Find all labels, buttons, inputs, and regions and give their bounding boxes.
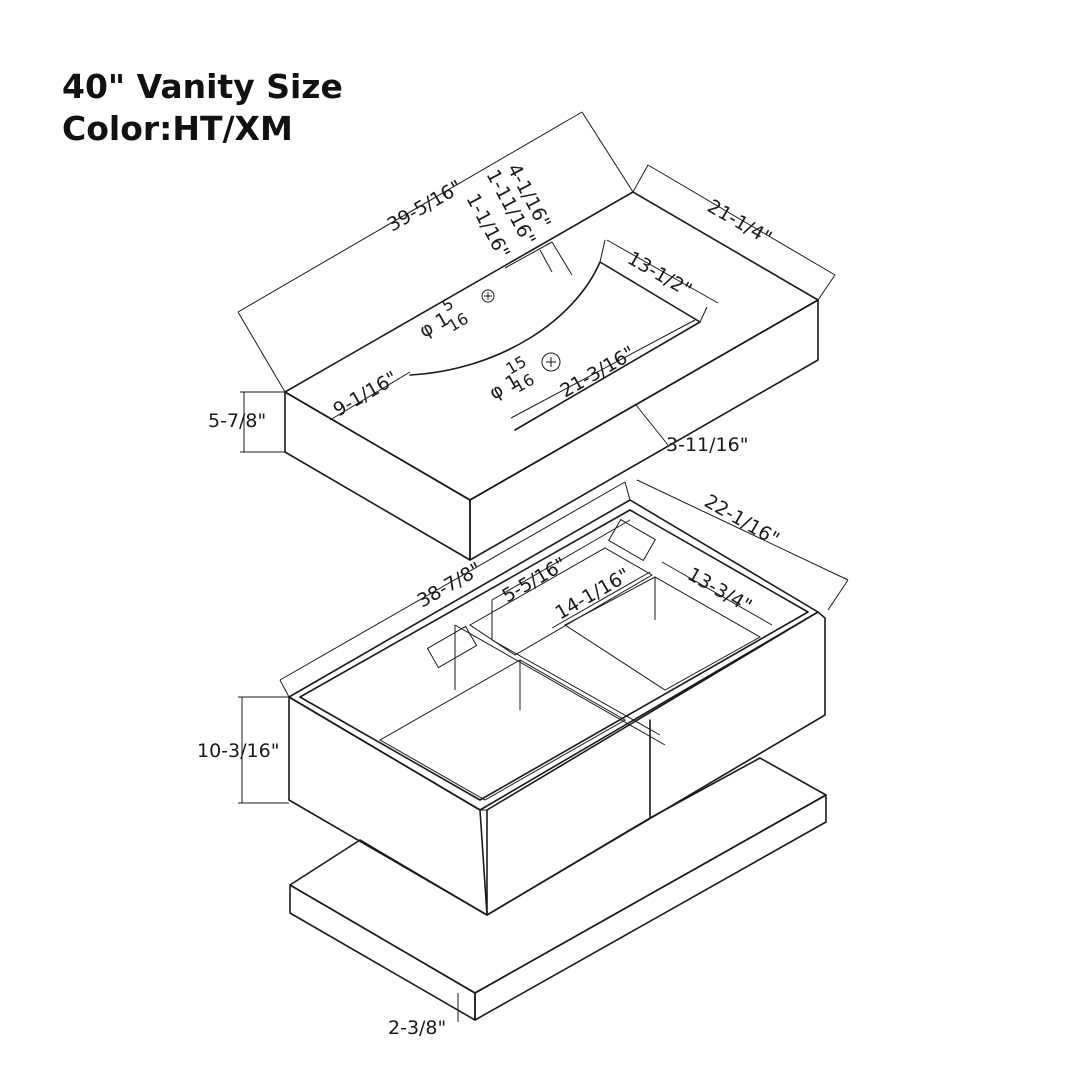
- dim-top-depth: 21-1/4": [704, 195, 776, 249]
- cabinet-top-rim: [288, 499, 819, 811]
- dim-cabinet-depth: 22-1/16": [701, 490, 783, 550]
- ext-line: [539, 249, 553, 273]
- dim-base-thickness: 2-3/8": [388, 1017, 446, 1039]
- cabinet-front-face: [288, 696, 488, 916]
- ext-line: [827, 579, 849, 611]
- dim-line-basin-offset: [635, 404, 669, 446]
- countertop-front-face: [284, 391, 471, 561]
- dim-basin-front: 9-1/16": [330, 367, 402, 421]
- title-color: Color:HT/XM: [62, 109, 293, 148]
- title-vanity-size: 40" Vanity Size: [62, 67, 343, 106]
- base-shelf: 2-3/8": [289, 757, 827, 1039]
- ext-line: [237, 311, 286, 393]
- dim-drawer-depth: 13-3/4": [684, 563, 756, 617]
- sink-basin: [409, 261, 701, 431]
- dim-basin-offset: 3-11/16": [666, 434, 748, 456]
- dim-top-width: 39-5/16": [384, 176, 466, 236]
- dim-basin-width: 21-3/16": [557, 342, 639, 402]
- bracket-icon: [607, 518, 657, 562]
- drain-hole-cross: [546, 357, 556, 367]
- dim-line-backsplash: [504, 241, 553, 269]
- countertop-side-face: [469, 299, 819, 561]
- cabinet-drawer-front: [486, 611, 826, 916]
- dim-basin-length: 13-1/2": [624, 247, 696, 301]
- dim-top-thickness: 5-7/8": [208, 410, 266, 432]
- divider-top: [491, 519, 631, 601]
- drain-hole: [541, 352, 561, 372]
- ext-line: [551, 241, 573, 276]
- ext-line: [581, 111, 634, 193]
- base-front-face: [289, 884, 476, 1021]
- dim-cabinet-height: 10-3/16": [197, 740, 279, 762]
- dim-line-cabinet-width: [279, 481, 626, 681]
- divider-long-2: [491, 639, 661, 736]
- basin-edge: [599, 239, 606, 263]
- dim-line-basin-length: [606, 239, 719, 304]
- divider-long: [454, 624, 666, 746]
- dim-line-drawer-depth: [661, 561, 773, 626]
- dim-line-top-width: [237, 111, 583, 313]
- dim-line-cabinet-depth: [636, 479, 849, 581]
- base-side-face: [474, 794, 827, 1021]
- ext-line: [632, 164, 649, 193]
- dim-drawer-gap: 5-5/16": [499, 553, 571, 607]
- bracket-icon: [426, 625, 478, 669]
- drawer-right-floor: [564, 576, 762, 691]
- dim-line-drawer-inner: [551, 571, 651, 629]
- faucet-hole-cross: [484, 292, 492, 300]
- base-top-face: [289, 757, 827, 994]
- ext-line: [279, 679, 290, 698]
- cabinet-dimensions: 38-7/8" 22-1/16" 5-5/16" 14-1/16" 13-3/4…: [197, 479, 849, 804]
- title-block: 40" Vanity Size Color:HT/XM: [62, 66, 343, 150]
- dim-line-basin-width: [510, 319, 696, 419]
- drawer-left-floor: [378, 659, 627, 801]
- faucet-hole: [481, 289, 495, 303]
- cabinet-inner-rim: [299, 509, 809, 801]
- ext-line: [817, 274, 836, 301]
- dim-line-basin-front: [329, 371, 411, 421]
- dim-line-top-depth: [647, 164, 836, 276]
- cabinet: [288, 499, 826, 916]
- ext-line: [624, 481, 631, 501]
- basin-edge-2: [699, 306, 708, 323]
